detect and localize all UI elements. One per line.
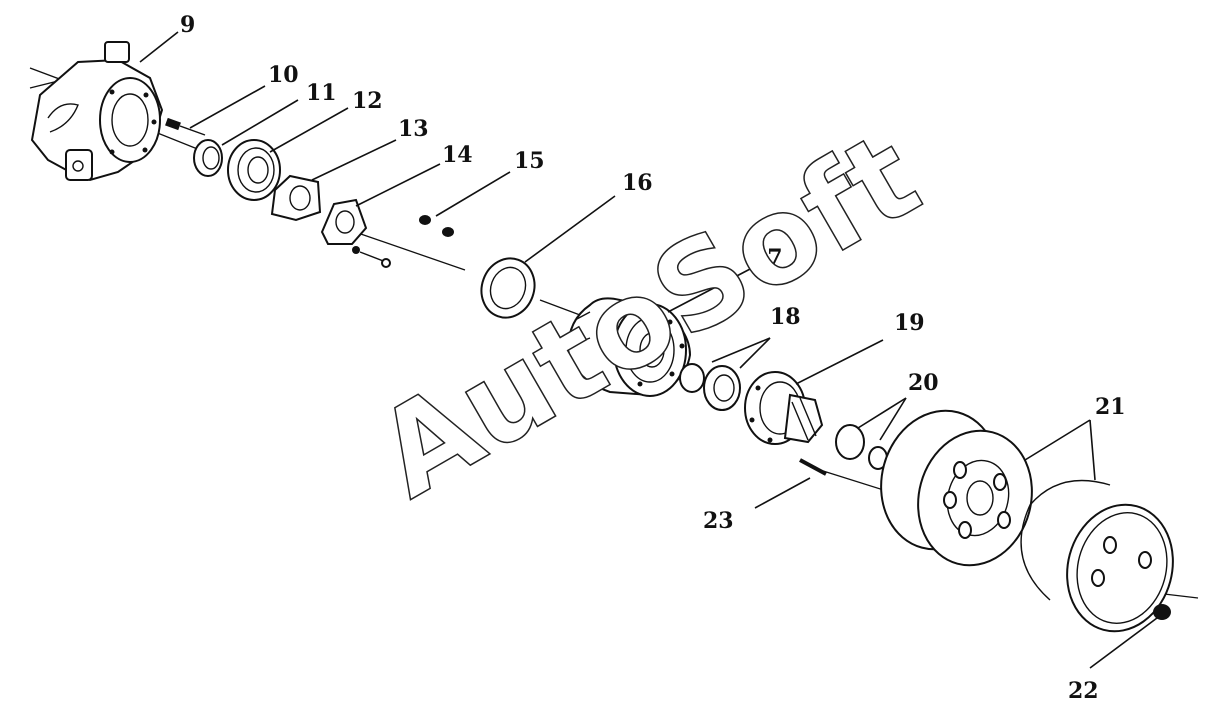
part-wheel-nut [1153,604,1171,620]
label-part-22: 22 [1068,678,1099,704]
part-axle-nut [835,424,888,470]
leader-lines [139,31,1158,669]
label-part-19: 19 [894,310,925,336]
label-part-17: 17 [752,245,783,271]
part-outer-bearings [679,363,741,411]
part-stud [799,458,827,476]
part-steering-knuckle [29,41,164,182]
part-number-labels: 9 10 11 12 13 14 15 16 17 18 19 20 21 22… [180,12,1126,704]
label-part-15: 15 [514,148,545,174]
part-wheel-rim-inner [880,409,1033,567]
label-part-13: 13 [398,116,429,142]
part-washer-ring [480,257,536,319]
label-part-14: 14 [442,142,473,168]
label-part-20: 20 [908,370,939,396]
label-part-16: 16 [622,170,653,196]
label-part-9: 9 [180,12,195,38]
label-part-12: 12 [352,88,383,114]
part-bolt [165,117,206,136]
label-part-11: 11 [306,80,337,106]
label-part-21: 21 [1095,394,1126,420]
part-small-bolts [352,246,391,268]
label-part-23: 23 [703,508,734,534]
label-part-18: 18 [770,304,801,330]
part-brake-drum [566,297,692,397]
part-spacer-plate [270,174,322,222]
part-oil-seal [227,139,281,201]
part-nuts [419,215,454,237]
label-part-10: 10 [268,62,299,88]
part-inner-bearing [193,139,223,177]
part-hub-cap [744,371,824,445]
part-wheel-rim-outer [1020,479,1174,633]
part-lock-plate [320,198,368,245]
